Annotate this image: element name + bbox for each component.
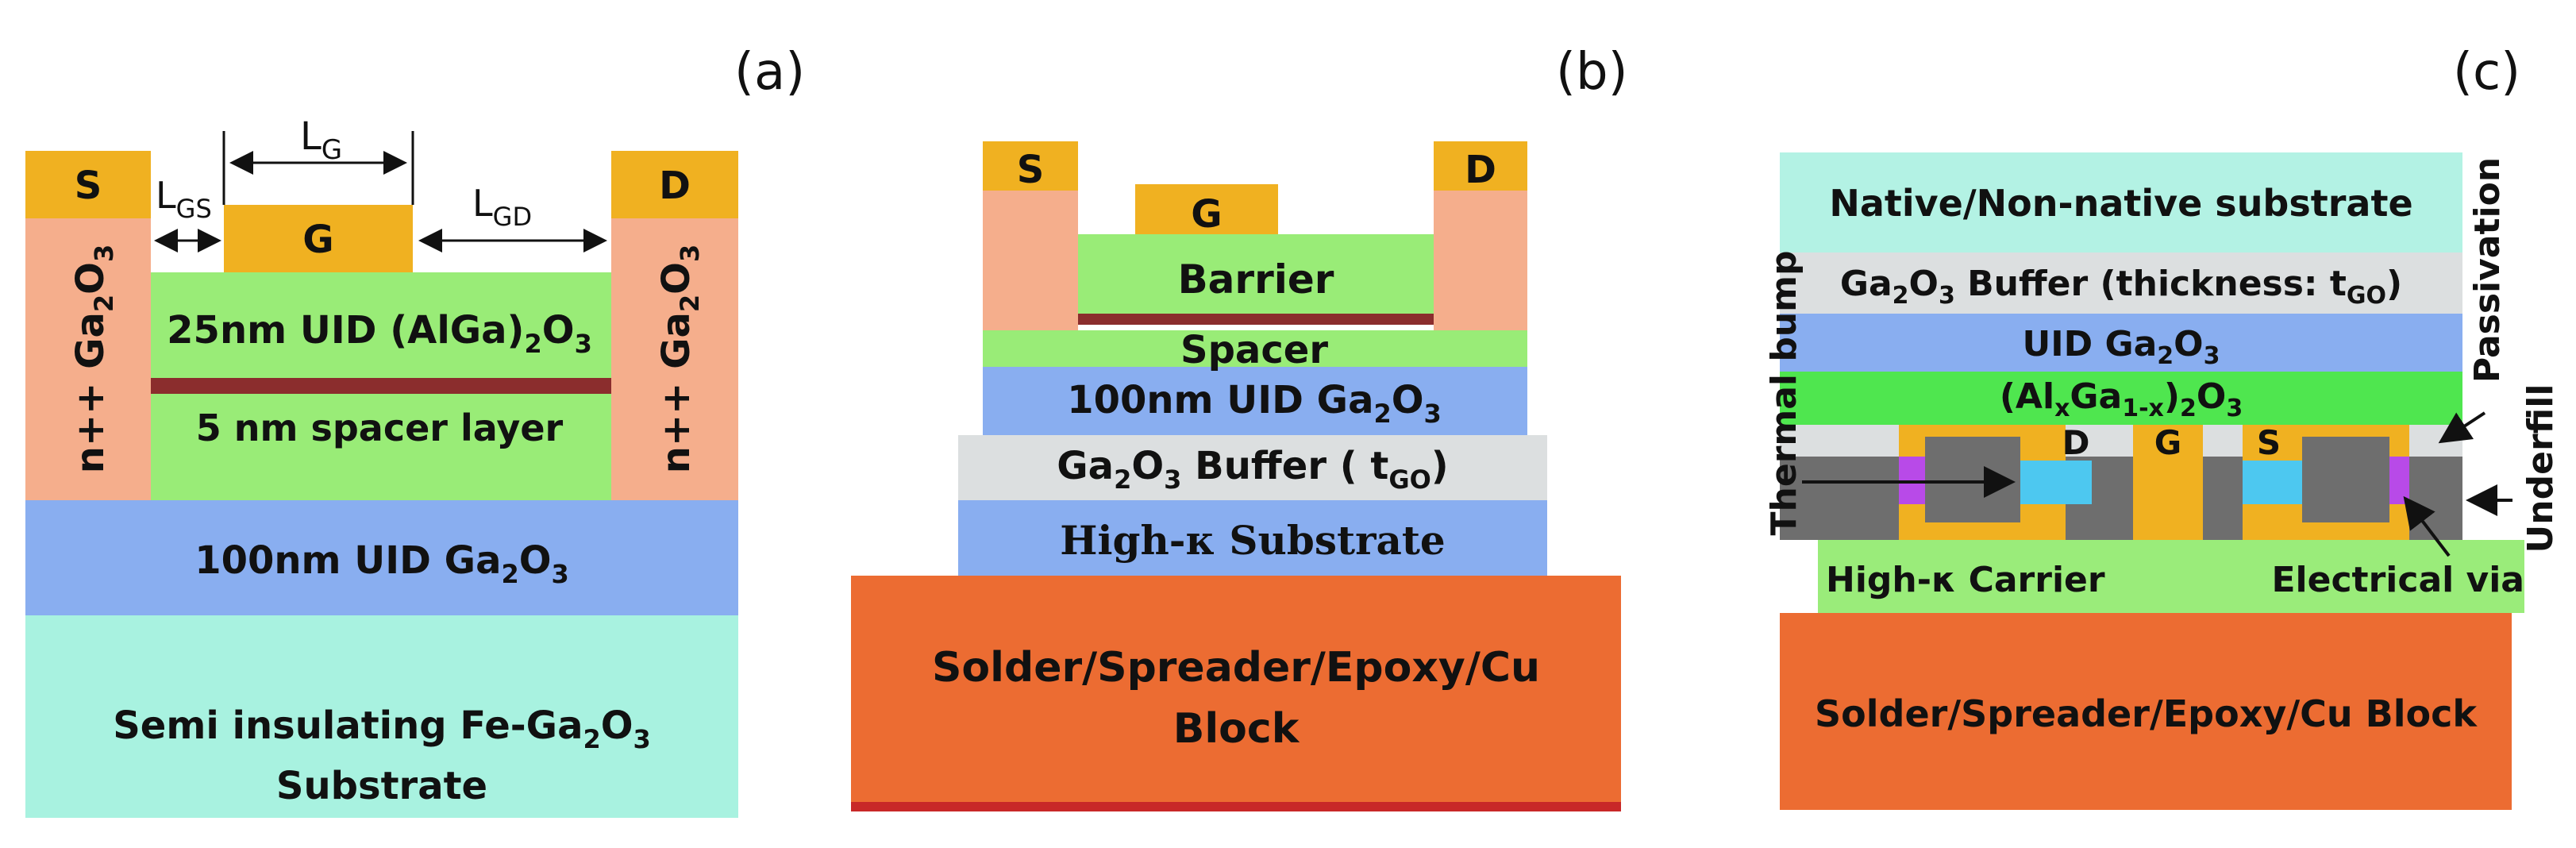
algao-layer (1780, 372, 2462, 425)
buffer-layer-c (1780, 252, 2462, 314)
block-label-line2: Block (1173, 705, 1300, 753)
algao-barrier-layer (151, 272, 611, 378)
panel-c: (c) Solder/Spreader/Epoxy/Cu Block High-… (1764, 43, 2561, 810)
source-pad-b (983, 141, 1078, 191)
panel-b-label: (b) (1556, 43, 1628, 102)
spacer-label: 5 nm spacer layer (196, 407, 564, 449)
algao-label: (AlxGa1-x)2O3 (2000, 376, 2243, 422)
inner-bump-left (1925, 437, 2020, 522)
source-pad-label-b: S (1017, 148, 1045, 192)
drain-pad (611, 151, 738, 218)
high-k-substrate (958, 500, 1547, 576)
drain-contact-b (1434, 191, 1527, 330)
electrical-via-right (2389, 457, 2409, 504)
source-contact-label: n++ Ga2O3 (68, 245, 119, 473)
substrate-label-line1: Semi insulating Fe-Ga2O3 (113, 703, 651, 754)
channel-label-b: 100nm UID Ga2O3 (1067, 378, 1442, 429)
underfill-label: Underfill (2520, 384, 2561, 553)
block-label-c: Solder/Spreader/Epoxy/Cu Block (1815, 692, 2478, 735)
carrier-label: High-κ Carrier (1826, 560, 2105, 600)
panel-a: (a) Semi insulating Fe-Ga2O3 Substrate 1… (25, 43, 805, 818)
electrical-via-arrow (2403, 495, 2451, 557)
source-n-plus-contact (25, 218, 151, 500)
barrier-layer-b (1078, 234, 1434, 314)
channel-label: 100nm UID Ga2O3 (194, 538, 569, 589)
source-pad-label: S (75, 164, 102, 208)
buffer-label: Ga2O3 Buffer ( tGO) (1057, 444, 1448, 495)
panel-a-label: (a) (734, 43, 805, 102)
spacer-interface-b (1078, 314, 1434, 325)
source-label-c: S (2257, 423, 2281, 462)
uid-layer-c (1780, 314, 2462, 372)
source-pad (25, 151, 151, 218)
uid-channel-layer (25, 500, 738, 615)
substrate-label-line2: Substrate (276, 764, 487, 808)
passivation-arrow (2438, 411, 2486, 444)
source-contact-b (983, 191, 1078, 330)
high-k-substrate-label: High-κ Substrate (1060, 517, 1446, 564)
drain-pad-label: D (659, 164, 691, 208)
buffer-label-c: Ga2O3 Buffer (thickness: tGO) (1840, 264, 2402, 310)
panel-b: (b) Solder/Spreader/Epoxy/Cu Block High-… (851, 43, 1628, 811)
drain-n-plus-contact (611, 218, 738, 500)
barrier-layer (151, 393, 611, 500)
drain-contact-label: n++ Ga2O3 (654, 245, 705, 473)
uid-label-c: UID Ga2O3 (2023, 324, 2220, 370)
solder-block-c (1780, 613, 2512, 810)
block-label-line1: Solder/Spreader/Epoxy/Cu (932, 644, 1540, 692)
drain-label-c: D (2062, 423, 2090, 462)
thermal-bump-label: Thermal bump (1764, 251, 1804, 536)
drain-pad-label-b: D (1465, 148, 1496, 192)
source-channel (2243, 461, 2302, 504)
buffer-layer (958, 435, 1547, 500)
spacer-label-b: Spacer (1180, 328, 1328, 372)
gate-metal (224, 205, 413, 272)
native-substrate (1780, 152, 2462, 252)
gate-label: G (302, 218, 333, 262)
panel-c-label: (c) (2453, 43, 2520, 102)
lgs-label: LGS (156, 174, 212, 224)
uid-channel-layer-b (983, 367, 1527, 435)
gate-label-c: G (2154, 423, 2181, 462)
thermal-bump-mid2 (2203, 457, 2243, 540)
thermal-bump-left (1780, 457, 1899, 540)
semi-insulating-substrate-layer (25, 615, 738, 818)
spacer-interface (151, 378, 611, 394)
native-substrate-label: Native/Non-native substrate (1829, 182, 2412, 225)
gate-metal-b (1135, 184, 1278, 234)
drain-pad-b (1434, 141, 1527, 191)
drain-channel (2020, 461, 2092, 504)
gate-label-b: G (1191, 192, 1222, 237)
inner-bump-right (2302, 437, 2389, 522)
high-k-carrier (1818, 540, 2524, 613)
thermal-bump-right (2409, 457, 2462, 540)
lgd-label: LGD (472, 182, 532, 232)
lg-label: LG (300, 114, 342, 166)
barrier-label-b: Barrier (1178, 256, 1334, 303)
passivation-label: Passivation (2467, 157, 2508, 383)
gate-frame (2133, 425, 2203, 540)
barrier-label: 25nm UID (AlGa)2O3 (167, 308, 592, 359)
spacer-layer-b (983, 330, 1527, 367)
block-bottom-line (851, 802, 1621, 811)
solder-block (851, 576, 1621, 808)
electrical-via-label: Electrical via (2271, 560, 2524, 600)
